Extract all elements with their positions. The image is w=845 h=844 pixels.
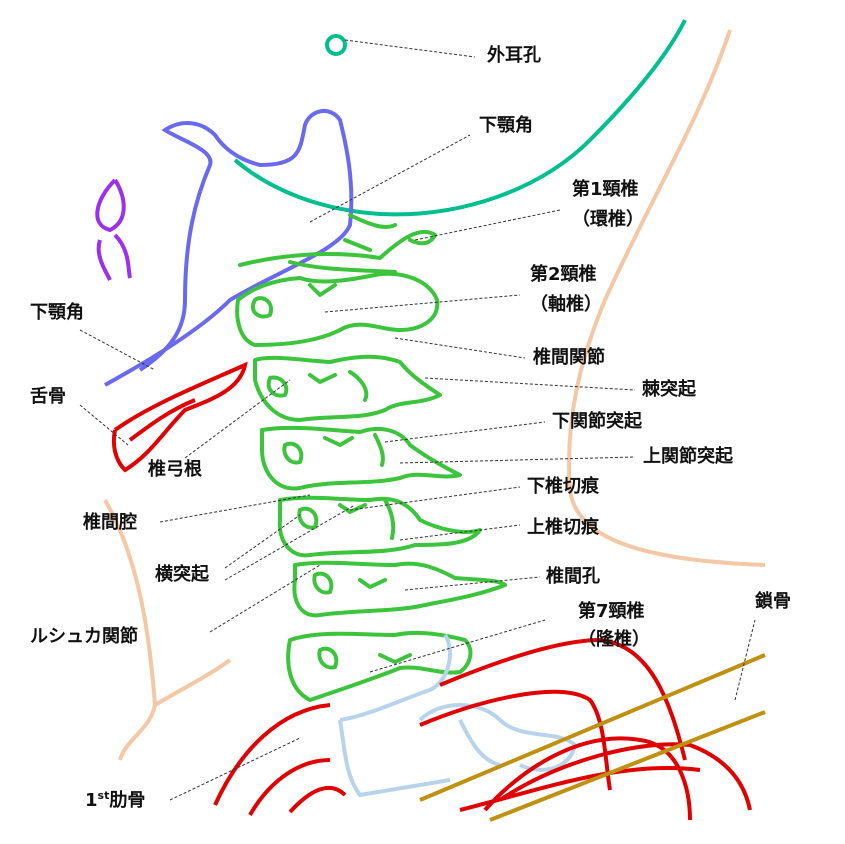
label-intervertebral-space: 椎間腔 xyxy=(83,512,137,533)
label-mandible-angle-top: 下顎角 xyxy=(479,115,533,136)
label-transverse-process: 横突起 xyxy=(155,564,209,585)
skull-base-curve xyxy=(233,19,687,217)
thoracic-vertebra-t1 xyxy=(338,633,578,798)
mandible-outline xyxy=(104,109,354,387)
ear-outline xyxy=(95,178,132,281)
label-c7: 第7頸椎 xyxy=(578,601,645,622)
label-superior-vertebral-notch: 上椎切痕 xyxy=(527,517,599,538)
hyoid-bone xyxy=(111,361,248,473)
first-rib-number: 1 xyxy=(85,790,98,811)
label-external-ear-canal: 外耳孔 xyxy=(487,45,541,66)
leader-lines xyxy=(79,39,756,801)
label-c1: 第1頸椎 xyxy=(572,179,639,200)
label-spinous-process: 棘突起 xyxy=(642,379,696,400)
ribs xyxy=(213,637,752,821)
first-rib-ordinal: st xyxy=(97,789,110,802)
label-superior-articular-process: 上関節突起 xyxy=(643,446,733,467)
clavicle-shape xyxy=(419,653,766,822)
first-rib-word: 肋骨 xyxy=(109,790,146,811)
label-inferior-vertebral-notch: 下椎切痕 xyxy=(527,476,599,497)
external-ear-canal-shape xyxy=(325,34,347,56)
vertebra-c2 xyxy=(235,271,440,347)
label-c7-alias: （隆椎） xyxy=(578,629,650,650)
label-facet-joint: 椎間関節 xyxy=(533,347,605,368)
vertebra-c3 xyxy=(253,354,442,422)
label-inferior-articular-process: 下関節突起 xyxy=(552,411,642,432)
vertebra-c1 xyxy=(238,213,437,274)
label-luschka-joint: ルシュカ関節 xyxy=(30,626,138,647)
label-c1-alias: （環椎） xyxy=(572,209,644,230)
label-clavicle: 鎖骨 xyxy=(755,591,791,612)
cervical-vertebrae xyxy=(235,213,507,702)
soft-tissue-outline-left xyxy=(103,498,232,761)
label-hyoid: 舌骨 xyxy=(30,386,66,407)
vertebra-c5 xyxy=(277,495,482,558)
label-intervertebral-foramen: 椎間孔 xyxy=(546,566,600,587)
label-pedicle: 椎弓根 xyxy=(148,459,202,480)
label-c2: 第2頸椎 xyxy=(530,264,597,285)
vertebra-c4 xyxy=(260,425,462,491)
soft-tissue-outline-right xyxy=(567,29,766,567)
vertebra-c7 xyxy=(286,630,473,702)
label-first-rib: 1st肋骨 xyxy=(85,790,145,810)
vertebra-c6 xyxy=(292,560,507,618)
label-mandible-angle-left: 下顎角 xyxy=(30,302,84,323)
label-c2-alias: （軸椎） xyxy=(530,294,602,315)
